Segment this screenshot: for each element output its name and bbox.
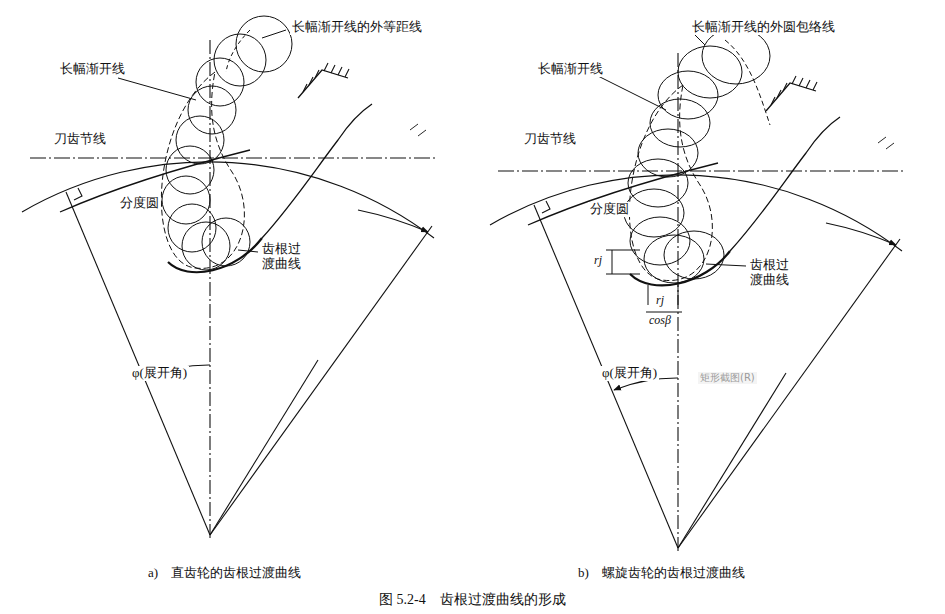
curve-label: 长幅渐开线的外圆包络线 bbox=[690, 20, 837, 35]
gear-geometry-b bbox=[490, 53, 904, 553]
curve-label: 齿根过渡曲线 bbox=[260, 242, 304, 272]
curve-label: 长幅渐开线 bbox=[536, 62, 605, 77]
line-label: 刀齿节线 bbox=[522, 132, 578, 147]
dimension-label: rj bbox=[654, 294, 666, 308]
line-label: 刀齿节线 bbox=[52, 132, 108, 147]
curve-label: 齿根过渡曲线 bbox=[748, 258, 792, 288]
dimension-label: rj bbox=[592, 254, 604, 268]
angle-label: φ(展开角) bbox=[130, 366, 189, 381]
rolling-circles-a bbox=[118, 16, 292, 272]
subfigure-caption: b) 螺旋齿轮的齿根过渡曲线 bbox=[576, 566, 747, 581]
angle-label: φ(展开角) bbox=[600, 366, 659, 381]
figure-caption: 图 5.2-4 齿根过渡曲线的形成 bbox=[377, 592, 568, 608]
curve-label: 长幅渐开线的外等距线 bbox=[290, 20, 424, 35]
gear-geometry-a bbox=[22, 40, 436, 540]
circle-label: 分度圆 bbox=[118, 196, 161, 211]
rolling-ellipses-b bbox=[598, 28, 770, 312]
subfigure-caption: a) 直齿轮的齿根过渡曲线 bbox=[146, 566, 303, 581]
circle-label: 分度圆 bbox=[588, 202, 631, 217]
dimension-label: cosβ bbox=[647, 314, 673, 328]
watermark: 矩形截图(R) bbox=[698, 372, 757, 384]
curve-label: 长幅渐开线 bbox=[58, 62, 127, 77]
